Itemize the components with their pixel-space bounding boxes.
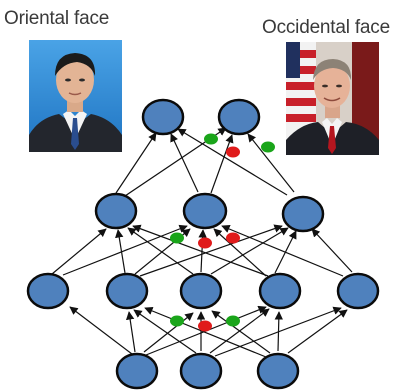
oriental-face-label: Oriental face — [4, 8, 110, 29]
hidden2-node — [94, 192, 138, 230]
green-activation-dot — [204, 133, 218, 145]
hidden1-node — [105, 272, 149, 310]
red-activation-dot — [198, 237, 212, 249]
red-activation-dot — [226, 232, 240, 244]
hidden-layer-2 — [94, 192, 325, 233]
hidden2-node — [281, 195, 325, 233]
activation-dots-hidden2 — [170, 232, 240, 249]
green-activation-dot — [170, 315, 184, 327]
occidental-face-label: Occidental face — [262, 17, 390, 38]
output-node — [141, 98, 185, 136]
output-node — [217, 98, 261, 136]
hidden-layer-1 — [26, 272, 380, 310]
input-node — [115, 352, 159, 390]
hidden1-node — [26, 272, 70, 310]
hidden2-node — [182, 192, 228, 230]
activation-dots-hidden1 — [170, 315, 240, 332]
hidden1-node — [179, 272, 223, 310]
green-activation-dot — [170, 232, 184, 244]
green-activation-dot — [261, 141, 275, 153]
activation-dots-output — [204, 133, 275, 158]
edges-hidden1-to-hidden2 — [51, 224, 353, 277]
edges-input-to-hidden1 — [69, 305, 348, 358]
occidental-face-photo — [286, 42, 379, 155]
green-activation-dot — [226, 315, 240, 327]
red-activation-dot — [198, 320, 212, 332]
hidden1-node — [336, 272, 380, 310]
input-node — [179, 352, 223, 390]
output-layer — [141, 98, 261, 136]
input-layer — [115, 352, 300, 390]
red-activation-dot — [226, 146, 240, 158]
hidden1-node — [258, 272, 302, 310]
oriental-face-photo — [29, 40, 122, 152]
input-node — [256, 352, 300, 390]
edges-hidden2-to-output — [115, 127, 295, 197]
